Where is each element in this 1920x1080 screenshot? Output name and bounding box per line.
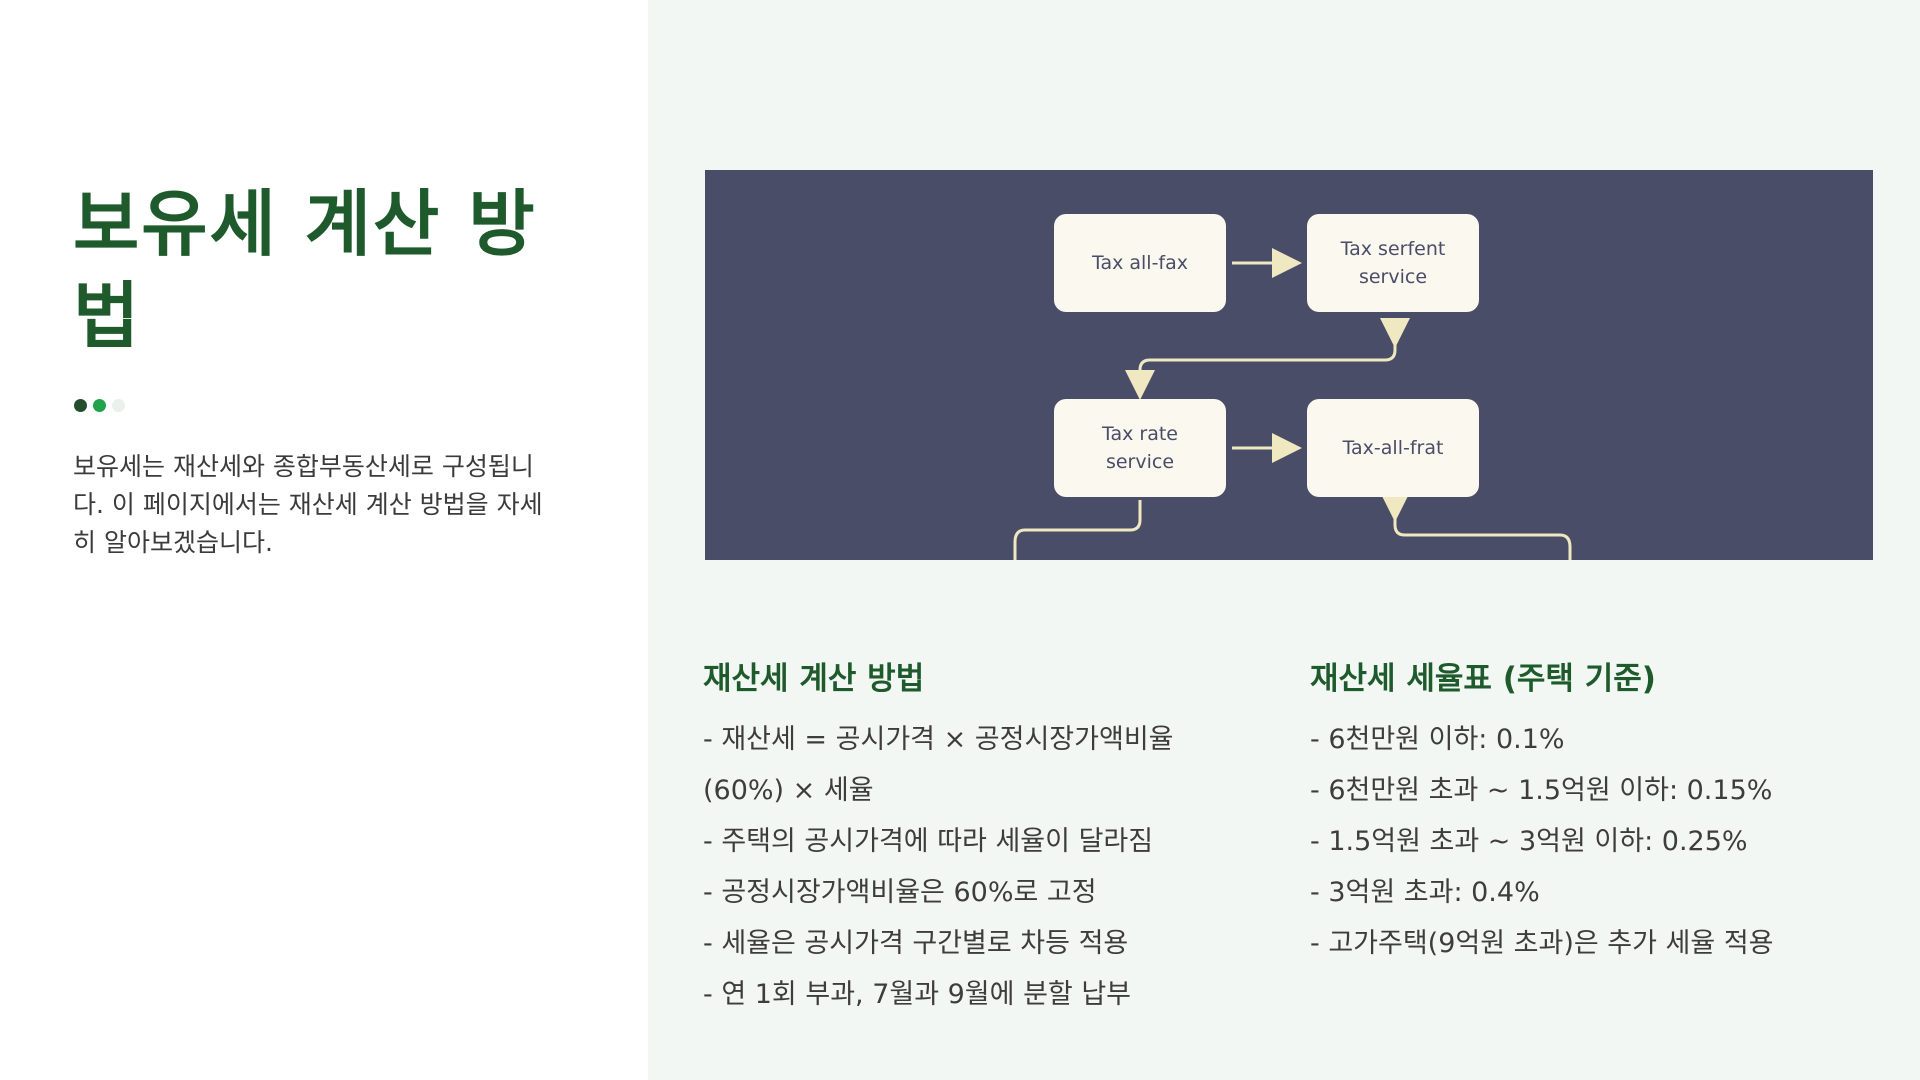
diagram-node-tax-all-frat: Tax-all-frat	[1307, 399, 1479, 497]
diagram-node-tax-all-fax: Tax all-fax	[1054, 214, 1226, 312]
rate-line: - 6천만원 초과 ~ 1.5억원 이하: 0.15%	[1310, 775, 1773, 806]
page-title: 보유세 계산 방법	[73, 182, 537, 358]
decorative-dots	[74, 399, 125, 412]
method-line: - 공정시장가액비율은 60%로 고정	[703, 877, 1097, 908]
connector-node2-node3	[1125, 318, 1410, 400]
rates-section: 재산세 세율표 (주택 기준) - 6천만원 이하: 0.1% - 6천만원 초…	[1310, 654, 1870, 969]
dot-green	[93, 399, 106, 412]
connector-node3-bottom	[1013, 500, 1142, 560]
diagram-node-tax-serfent-service: Tax serfent service	[1307, 214, 1479, 312]
method-section: 재산세 계산 방법 - 재산세 = 공시가격 × 공정시장가액비율 (60%) …	[703, 654, 1263, 1020]
diagram-connectors	[1013, 248, 1572, 560]
method-line: - 주택의 공시가격에 따라 세율이 달라짐	[703, 826, 1154, 857]
left-panel: 보유세 계산 방법 보유세는 재산세와 종합부동산세로 구성됩니다. 이 페이지…	[0, 0, 648, 1080]
rate-line: - 고가주택(9억원 초과)은 추가 세율 적용	[1310, 928, 1774, 959]
intro-text: 보유세는 재산세와 종합부동산세로 구성됩니다. 이 페이지에서는 재산세 계산…	[73, 452, 543, 557]
flow-diagram: Tax all-fax Tax serfent service Tax rate…	[705, 170, 1873, 560]
rates-heading: 재산세 세율표 (주택 기준)	[1310, 661, 1656, 697]
method-line: - 세율은 공시가격 구간별로 차등 적용	[703, 928, 1129, 959]
rate-line: - 3억원 초과: 0.4%	[1310, 877, 1540, 908]
method-line: (60%) × 세율	[703, 775, 874, 806]
connector-node4-bottom	[1380, 492, 1572, 560]
rate-line: - 6천만원 이하: 0.1%	[1310, 724, 1565, 755]
rate-line: - 1.5억원 초과 ~ 3억원 이하: 0.25%	[1310, 826, 1748, 857]
diagram-node-tax-rate-service: Tax rate service	[1054, 399, 1226, 497]
method-line: - 연 1회 부과, 7월과 9월에 분할 납부	[703, 979, 1132, 1010]
method-line: - 재산세 = 공시가격 × 공정시장가액비율	[703, 724, 1174, 755]
dot-dark	[74, 399, 87, 412]
method-heading: 재산세 계산 방법	[703, 661, 925, 697]
dot-light	[112, 399, 125, 412]
